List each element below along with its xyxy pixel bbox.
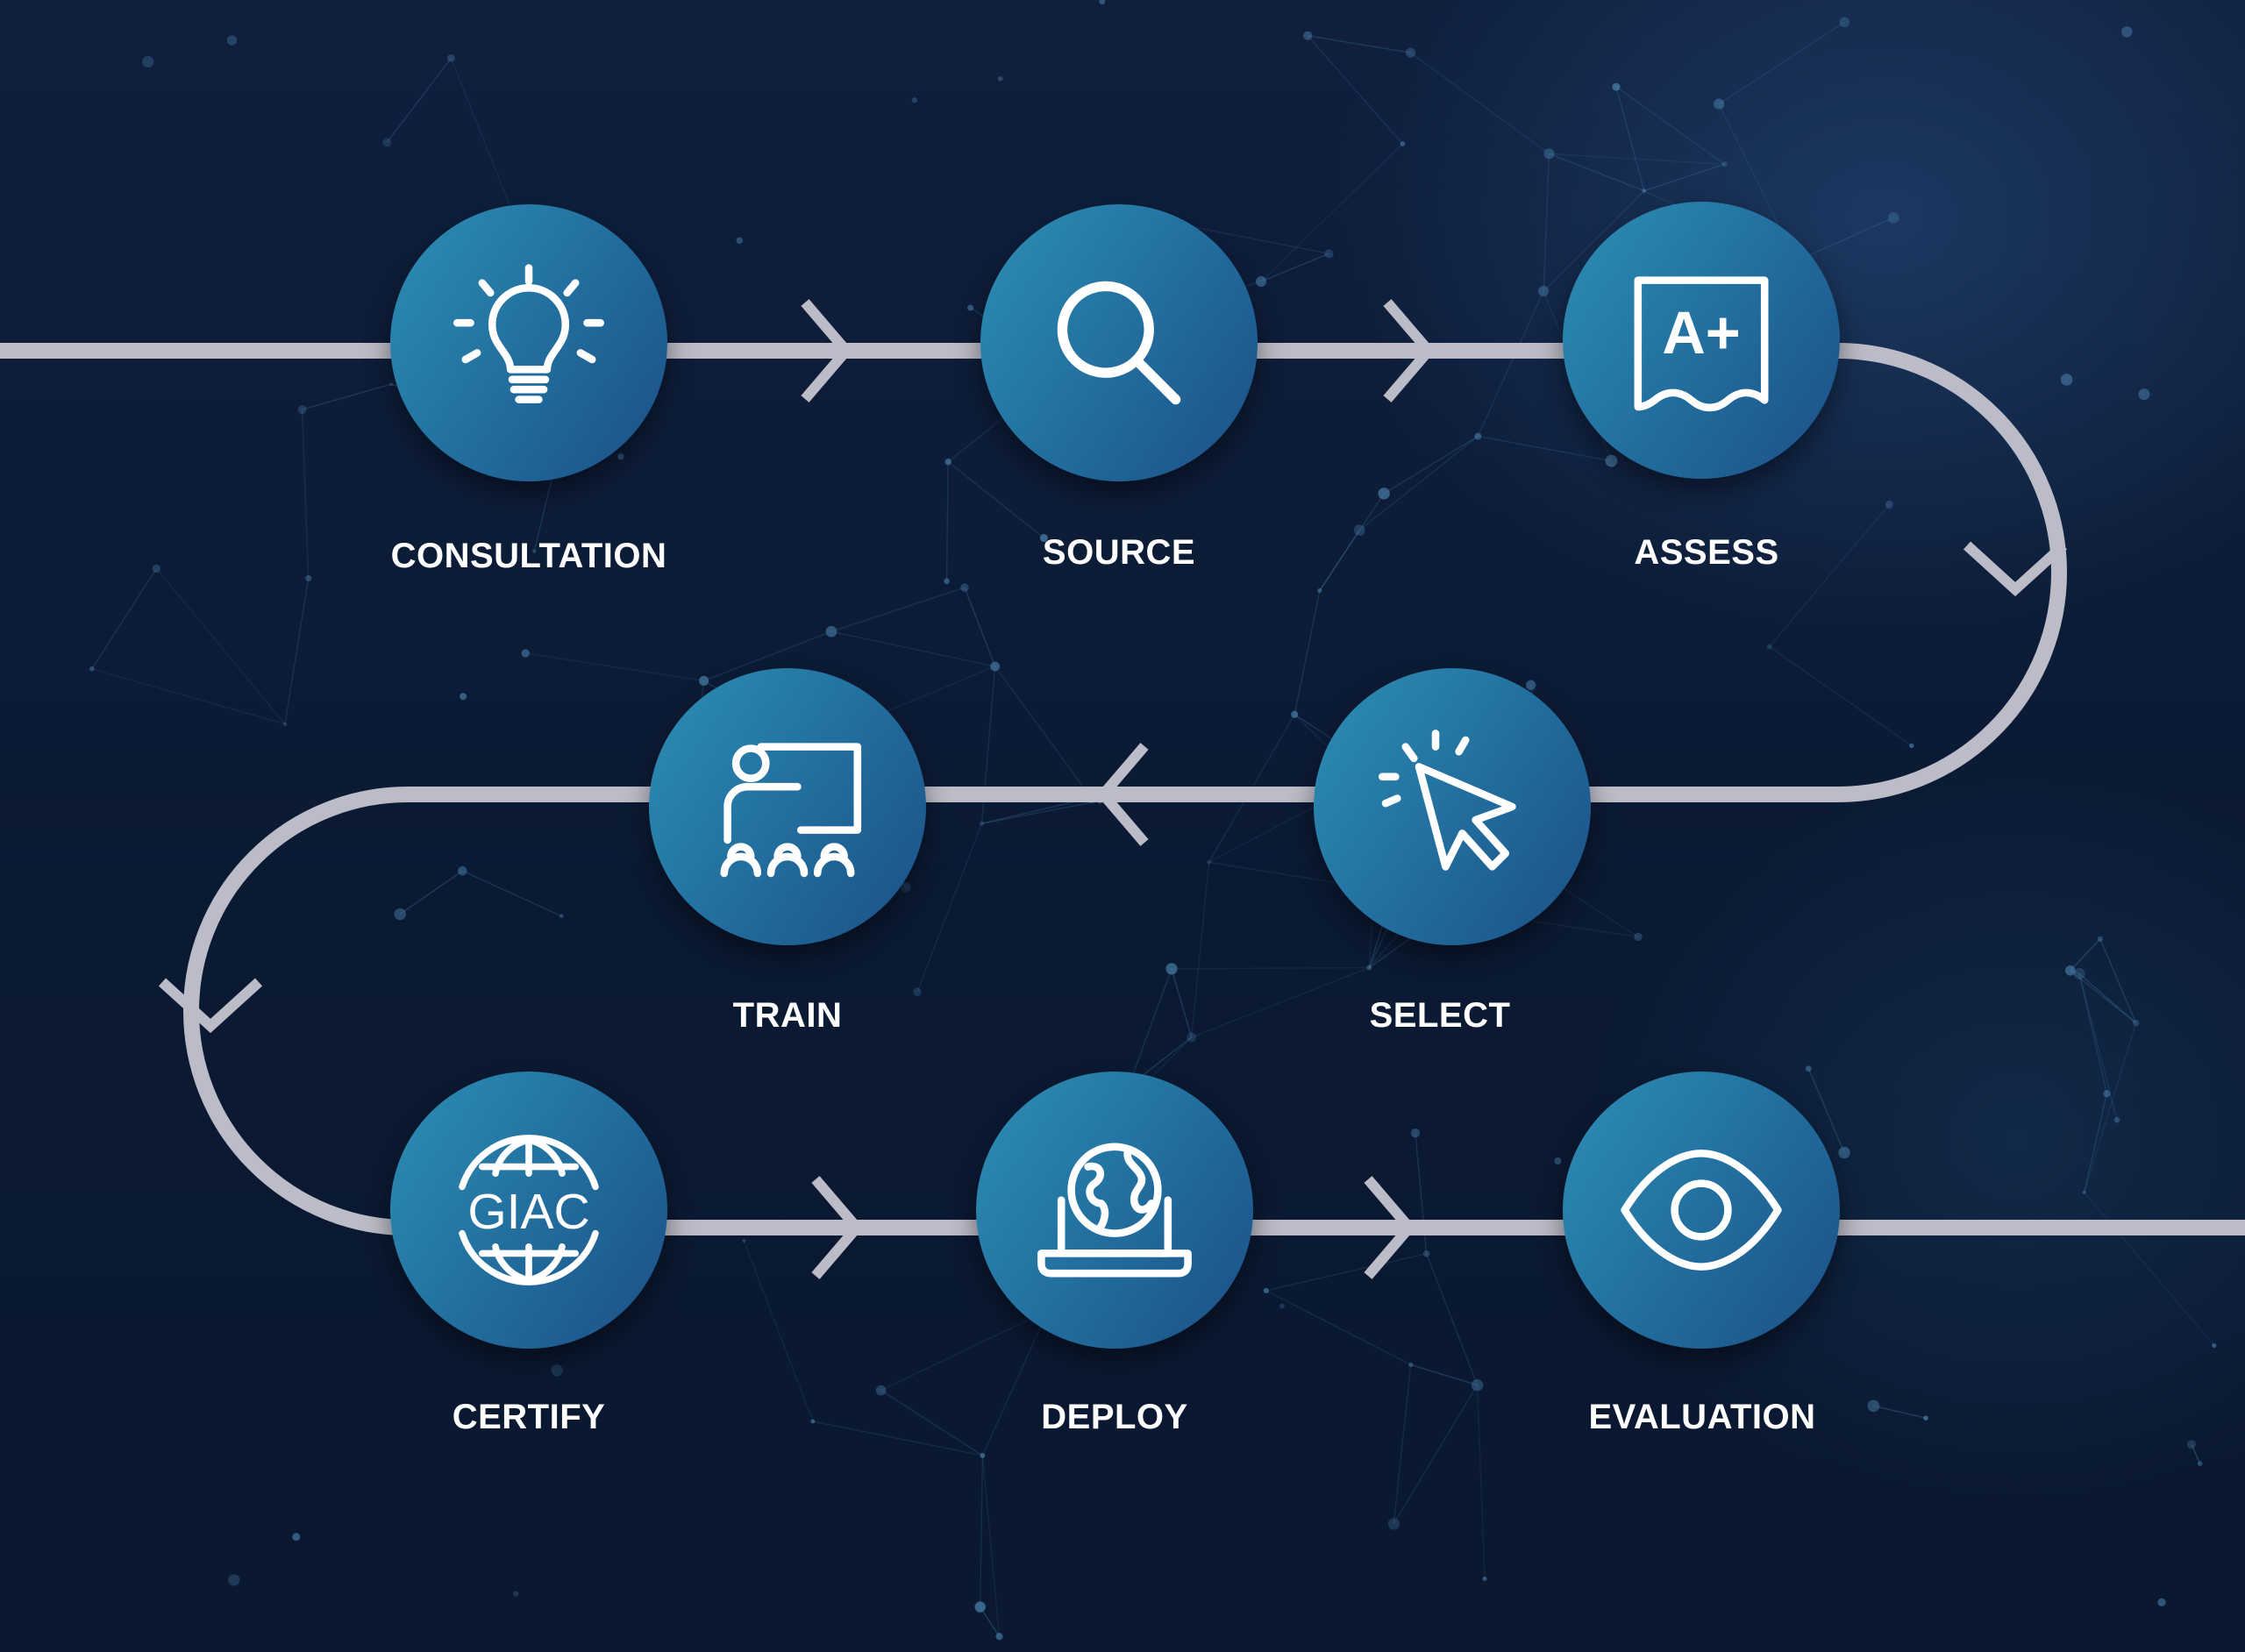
arrow-right <box>801 299 853 402</box>
step-source <box>980 204 1258 481</box>
giac-text: GIAC <box>467 1184 589 1240</box>
step-certify: GIAC <box>390 1072 667 1349</box>
grade-text: A+ <box>1662 300 1740 367</box>
step-train <box>649 668 926 945</box>
step-label: CERTIFY <box>452 1398 606 1436</box>
step-label: EVALUATION <box>1588 1398 1816 1436</box>
step-label: CONSULTATION <box>390 537 667 575</box>
step-deploy <box>976 1072 1253 1349</box>
magnifier-icon <box>1057 281 1181 405</box>
arrow-down <box>1963 541 2068 597</box>
grade-a-plus-icon: A+ <box>1634 276 1769 412</box>
step-label: SELECT <box>1369 996 1511 1035</box>
presenter-audience-icon <box>720 743 862 878</box>
lightbulb-icon <box>453 264 604 403</box>
laptop-globe-icon <box>1037 1143 1192 1278</box>
arrow-right <box>1364 1176 1416 1279</box>
arrow-right <box>811 1176 864 1279</box>
step-label: TRAIN <box>732 996 843 1035</box>
step-select <box>1314 668 1591 945</box>
step-label: DEPLOY <box>1041 1398 1188 1436</box>
step-label: ASSESS <box>1634 533 1779 572</box>
flow-line <box>0 343 2245 1235</box>
eye-icon <box>1621 1150 1782 1271</box>
step-assess: A+ <box>1563 202 1840 479</box>
cursor-click-icon <box>1378 730 1516 871</box>
step-consultation <box>390 204 667 481</box>
step-evaluation <box>1563 1072 1840 1349</box>
step-label: SOURCE <box>1042 533 1196 572</box>
arrow-left <box>1096 743 1149 846</box>
arrow-down <box>158 978 263 1034</box>
arrow-right <box>1383 299 1436 402</box>
giac-globe-icon: GIAC <box>459 1135 599 1285</box>
